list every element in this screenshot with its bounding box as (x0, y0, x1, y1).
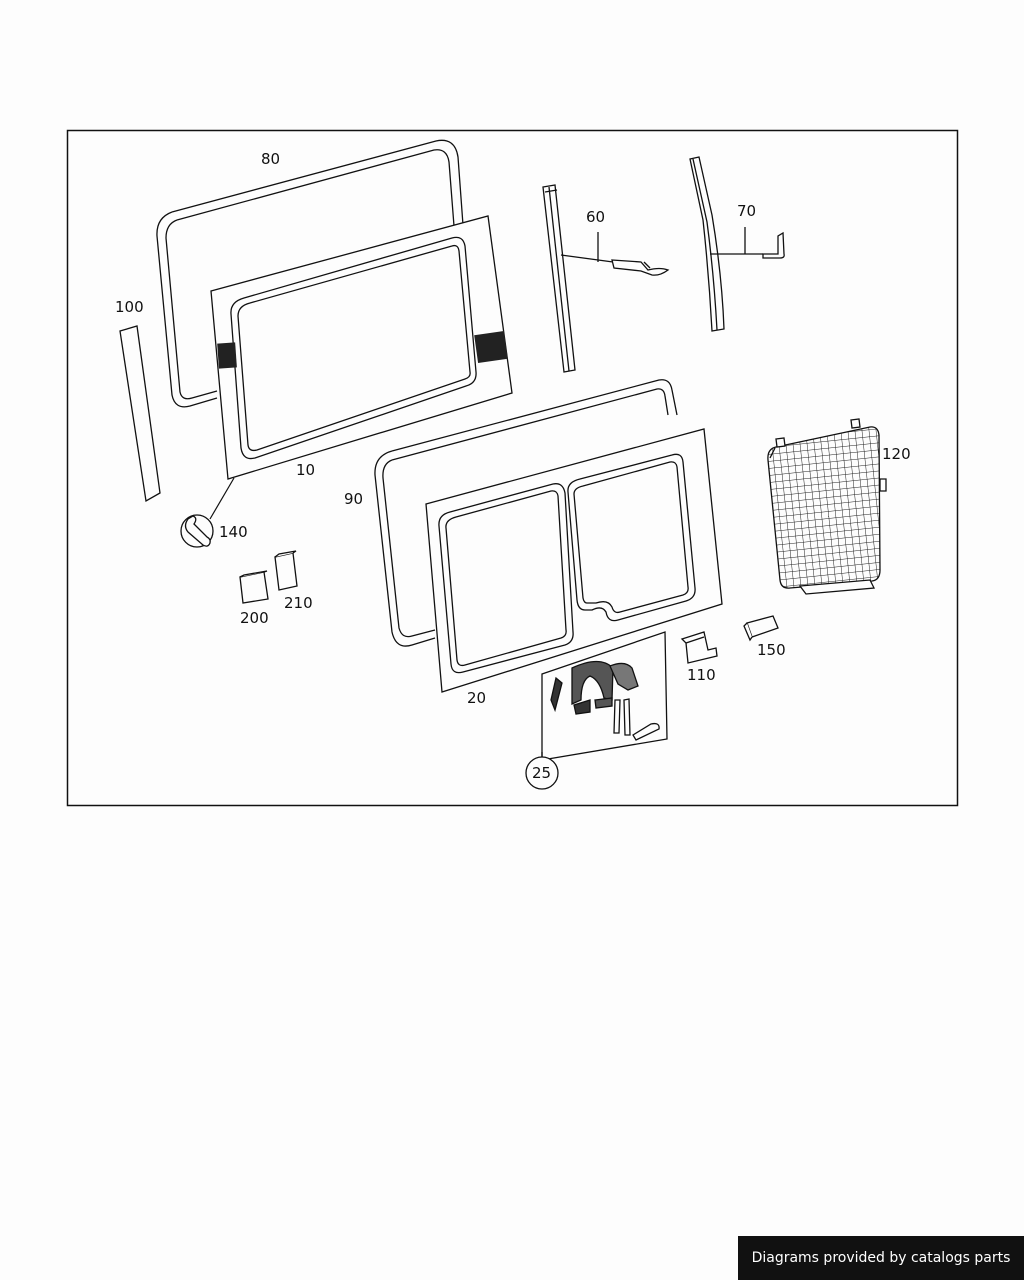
label-210: 210 (284, 594, 313, 612)
part-210-pad[interactable] (274, 550, 298, 591)
part-200-pad[interactable] (239, 570, 269, 604)
part-100-pillar-trim[interactable] (119, 325, 161, 503)
part-150-block[interactable] (743, 615, 779, 642)
part-80-upper-window-seal[interactable] (156, 139, 464, 408)
leader-10-140 (209, 477, 235, 520)
part-90-lower-window-seal[interactable] (374, 379, 678, 647)
label-20: 20 (467, 689, 486, 707)
label-100: 100 (115, 298, 144, 316)
label-80: 80 (261, 150, 280, 168)
part-140-wrench-icon (180, 514, 214, 548)
label-140: 140 (219, 523, 248, 541)
part-10-upper-window-panel[interactable] (210, 215, 513, 480)
part-60-seal-strip-with-clip[interactable] (542, 184, 670, 373)
label-90: 90 (344, 490, 363, 508)
part-70-pillar-seal-with-hook[interactable] (689, 156, 785, 332)
label-10: 10 (296, 461, 315, 479)
label-110: 110 (687, 666, 716, 684)
footer-credit-text: Diagrams provided by catalogs parts (751, 1250, 1011, 1266)
part-110-bracket-block[interactable] (680, 631, 718, 664)
part-120-mesh-window-guard[interactable] (767, 418, 887, 595)
label-25: 25 (532, 764, 551, 782)
label-120: 120 (882, 445, 911, 463)
label-60: 60 (586, 208, 605, 226)
footer-credit-badge: Diagrams provided by catalogs parts (738, 1236, 1024, 1280)
label-70: 70 (737, 202, 756, 220)
part-20-lower-window-panel[interactable] (425, 428, 723, 693)
diagram-frame (66, 129, 959, 807)
part-25-clip-kit[interactable] (541, 631, 668, 761)
label-200: 200 (240, 609, 269, 627)
callout-circle-25 (525, 756, 559, 790)
label-150: 150 (757, 641, 786, 659)
